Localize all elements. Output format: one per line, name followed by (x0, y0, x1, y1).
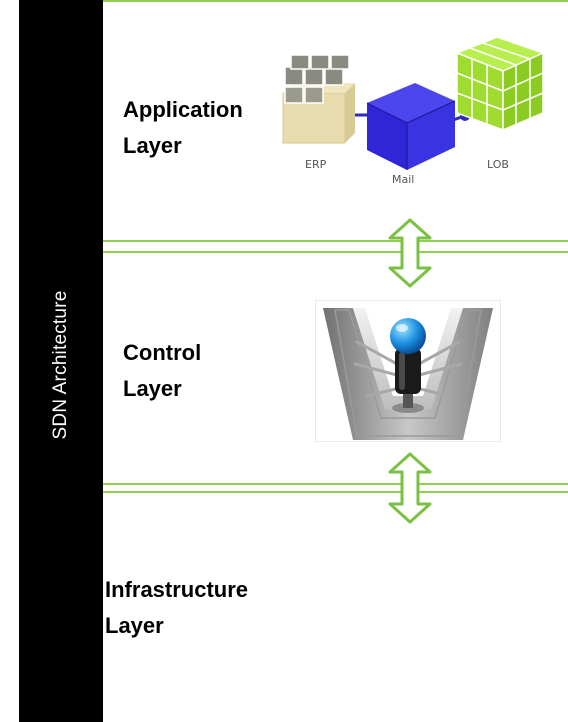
control-layer-title: Control (123, 340, 202, 365)
control-infra-divider-a (103, 483, 568, 485)
double-arrow-icon-bottom (388, 452, 432, 524)
mail-label: Mail (392, 173, 415, 186)
app-control-divider-b (103, 251, 568, 253)
joystick-controller-icon (315, 300, 501, 442)
application-layer-title: Application (123, 97, 243, 122)
lob-cube-icon (454, 36, 546, 132)
sidebar-title: SDN Architecture (50, 290, 71, 440)
app-control-divider-a (103, 240, 568, 242)
control-layer-label: Control Layer (123, 335, 201, 407)
sidebar (19, 0, 103, 722)
top-divider (103, 0, 568, 2)
infrastructure-layer-subtitle: Layer (105, 613, 164, 638)
application-layer-label: Application Layer (123, 92, 243, 164)
lob-label: LOB (487, 158, 509, 171)
control-infra-divider-b (103, 491, 568, 493)
control-layer-subtitle: Layer (123, 376, 182, 401)
application-cubes-graphic (282, 36, 546, 170)
infrastructure-layer-title: Infrastructure (105, 577, 249, 602)
mail-cube-icon (366, 83, 456, 170)
infrastructure-layer-label: Infrastructure Layer (105, 572, 248, 644)
erp-cube-icon (282, 54, 355, 144)
application-layer-subtitle: Layer (123, 133, 182, 158)
erp-label: ERP (305, 158, 327, 171)
double-arrow-icon-top (388, 218, 432, 288)
